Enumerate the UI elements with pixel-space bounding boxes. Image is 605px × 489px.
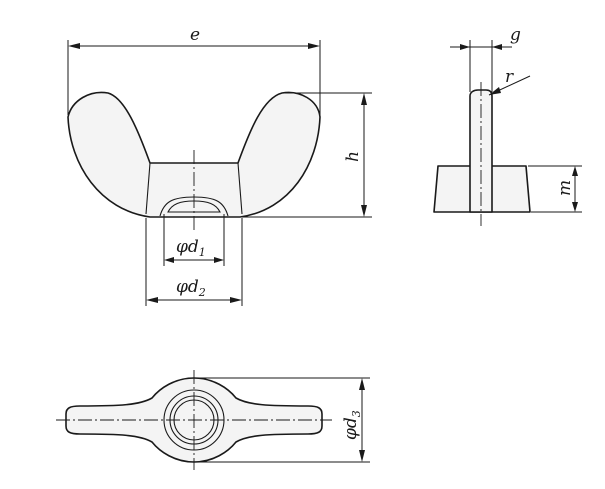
dim-r-arrow [489,87,501,95]
label-d2: φd2 [176,277,206,299]
front-view: e h φd1 φd2 [67,25,372,306]
dim-d1-arrow-left [164,257,174,263]
dim-d2-arrow-left [146,297,158,303]
wing-right-contour [237,162,243,215]
dim-e-arrow-right [308,43,320,49]
dim-h-arrow-top [361,93,367,105]
dim-d3-arrow-top [359,378,365,390]
label-g: g [510,25,521,45]
label-r: r [505,67,514,87]
label-h: h [343,151,363,162]
label-d1: φd1 [176,237,206,259]
dim-h-arrow-bottom [361,205,367,217]
label-d3: φd3 [341,410,363,440]
dim-g-arrow-right [492,44,502,50]
dim-e-arrow-left [68,43,80,49]
dim-d2-arrow-right [230,297,242,303]
dim-m-arrow-top [572,166,578,176]
dim-d1-arrow-right [214,257,224,263]
label-e: e [190,25,200,45]
top-view: φd3 [56,370,370,470]
dim-d3-arrow-bottom [359,450,365,462]
dim-g-arrow-left [460,44,470,50]
label-m: m [555,180,575,196]
dim-m-arrow-bottom [572,202,578,212]
side-view: g r m [433,25,582,226]
wing-left-contour [145,162,151,215]
